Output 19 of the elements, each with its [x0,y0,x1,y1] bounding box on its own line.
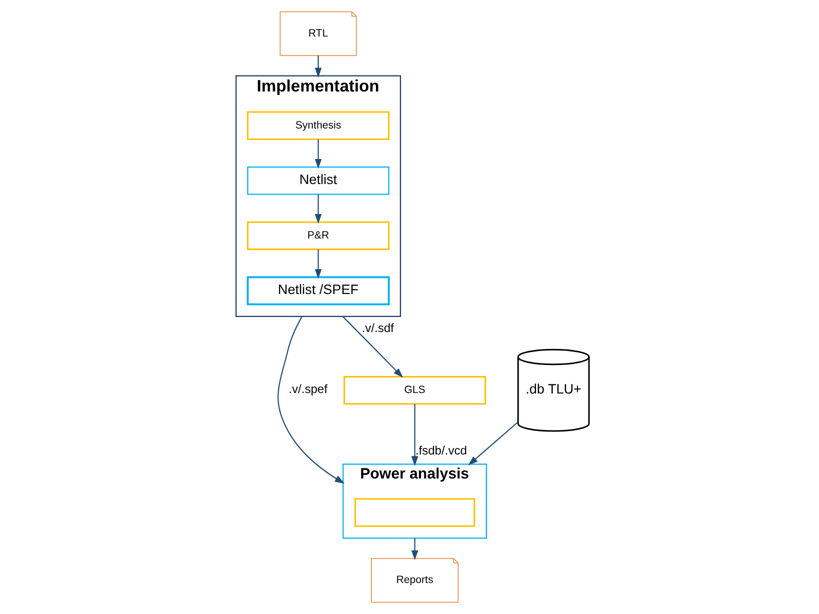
arrow [314,56,322,78]
arrow [342,316,404,378]
edge-label: .v/.spef [288,382,328,396]
node-box: P&R [246,221,390,250]
edge-label: .fsdb/.vcd [415,443,467,458]
arrow [468,422,518,466]
arrow [314,139,322,169]
cluster: Power analysis [342,464,487,539]
arrow [411,404,418,466]
node-box: Synthesis [246,111,390,140]
node-box [354,498,476,527]
node-box: GLS [344,376,486,405]
node-box: Netlist [247,166,390,195]
arrow [314,194,322,224]
edge-label: .v/.sdf [362,321,394,336]
arrow [278,316,345,484]
arrow [411,538,418,560]
node-box: Netlist /SPEF [246,276,390,306]
arrow [314,249,322,279]
